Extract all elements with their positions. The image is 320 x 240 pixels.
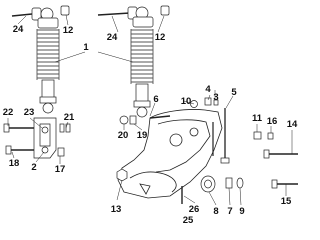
shock-mounting-bracket xyxy=(3,117,71,159)
callout-17: 17 xyxy=(55,164,66,175)
callout-23: 23 xyxy=(24,107,35,118)
swing-arm-casting xyxy=(117,109,223,204)
callout-24-right: 24 xyxy=(107,32,118,43)
callout-19: 19 xyxy=(137,130,148,141)
callout-26: 26 xyxy=(189,204,200,215)
callout-20: 20 xyxy=(118,130,129,141)
callout-16: 16 xyxy=(267,116,278,127)
callout-12-left: 12 xyxy=(63,25,74,36)
callout-3: 3 xyxy=(213,92,218,103)
callout-13: 13 xyxy=(111,204,122,215)
callout-25: 25 xyxy=(183,215,194,225)
callout-7: 7 xyxy=(227,206,232,217)
callout-12-right: 12 xyxy=(155,32,166,43)
callout-14: 14 xyxy=(287,119,298,130)
callout-22: 22 xyxy=(3,107,14,118)
callout-6: 6 xyxy=(153,94,158,105)
callout-labels: 1 24 12 24 12 22 23 21 18 2 17 6 10 4 3 … xyxy=(3,24,298,225)
callout-5: 5 xyxy=(231,87,237,98)
callout-4: 4 xyxy=(205,84,211,95)
callout-10: 10 xyxy=(181,96,192,107)
callout-8: 8 xyxy=(213,206,218,217)
leader-lines xyxy=(7,14,293,206)
callout-24-left: 24 xyxy=(13,24,24,35)
bearing-seal-set xyxy=(200,175,244,193)
right-shock-spring xyxy=(130,29,154,84)
left-shock-spring xyxy=(36,29,60,80)
callout-18: 18 xyxy=(9,158,20,169)
nut-13 xyxy=(116,168,128,182)
left-shock-absorber xyxy=(11,5,70,114)
bushing-washers xyxy=(119,115,137,125)
callout-9: 9 xyxy=(239,206,244,217)
right-fasteners xyxy=(253,131,298,189)
callout-21: 21 xyxy=(64,112,75,123)
callout-1: 1 xyxy=(83,42,89,53)
callout-11: 11 xyxy=(252,113,263,124)
right-shock-absorber xyxy=(97,5,170,118)
callout-2: 2 xyxy=(31,162,36,173)
rear-suspension-exploded-diagram: 1 24 12 24 12 22 23 21 18 2 17 6 10 4 3 … xyxy=(3,5,298,225)
callout-15: 15 xyxy=(281,196,292,207)
